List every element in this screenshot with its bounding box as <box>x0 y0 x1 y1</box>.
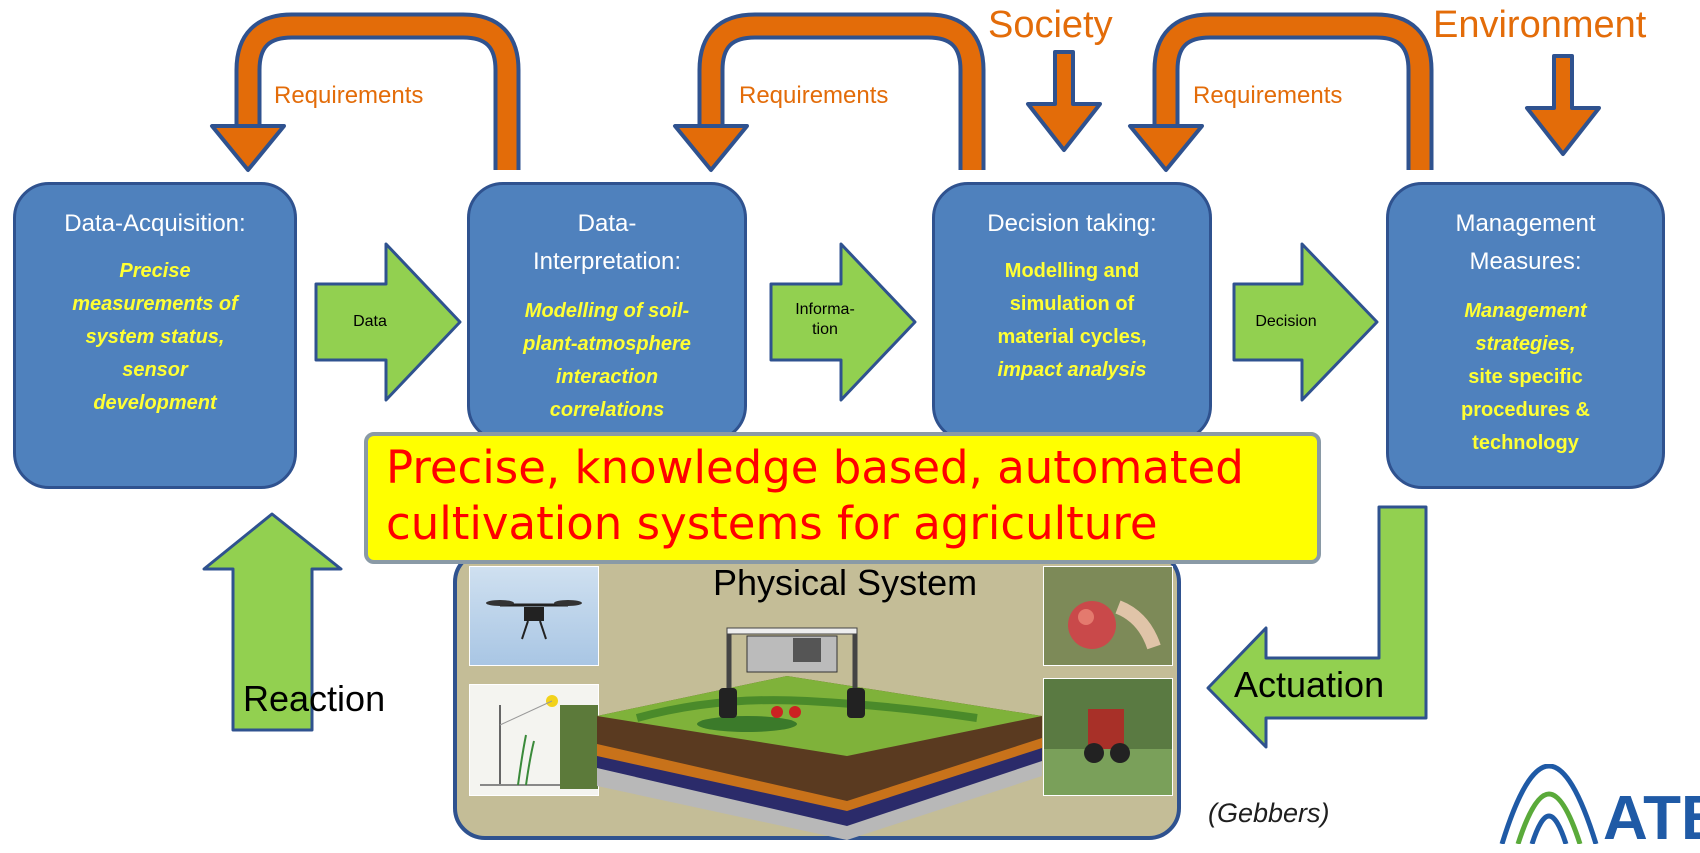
information-arrow-label: Informa- tion <box>780 300 870 340</box>
data-interpretation-box: Data- Interpretation: Modelling of soil-… <box>467 182 747 442</box>
body-line: material cycles, <box>997 326 1147 348</box>
data-acquisition-body: Precise measurements of system status, s… <box>16 255 294 420</box>
body-line: Modelling and <box>1004 260 1140 282</box>
data-interpretation-title-1: Data- <box>577 210 637 237</box>
actuation-bent-arrow <box>1206 505 1428 749</box>
body-line: sensor <box>122 359 188 381</box>
headline-line-2: cultivation systems for agriculture <box>386 497 1158 550</box>
information-label-line-2: tion <box>812 321 838 338</box>
atb-logo-emblem <box>1499 764 1599 844</box>
body-line: Modelling of soil- <box>524 300 690 322</box>
requirements-loop-1 <box>210 12 521 172</box>
decision-flow-arrow <box>1232 242 1379 402</box>
body-line: Precise <box>119 260 191 282</box>
tractor-icon <box>1044 679 1172 795</box>
apple-icon <box>1044 567 1172 665</box>
body-line: interaction <box>555 366 659 388</box>
society-label: Society <box>988 4 1113 46</box>
body-line: strategies, <box>1475 333 1576 355</box>
environment-down-arrow <box>1525 54 1601 156</box>
drone-icon <box>486 600 582 640</box>
apple-harvest-photo <box>1043 566 1173 666</box>
environment-label: Environment <box>1433 4 1647 46</box>
information-label-line-1: Informa- <box>795 301 855 318</box>
society-down-arrow <box>1026 50 1102 152</box>
data-interpretation-title-2: Interpretation: <box>532 248 682 275</box>
body-line: measurements of <box>72 293 238 315</box>
citation-text: (Gebbers) <box>1208 798 1330 828</box>
decision-arrow-label: Decision <box>1255 313 1317 330</box>
information-flow-arrow <box>769 242 917 402</box>
sensor-sketch-icon <box>480 695 598 789</box>
management-measures-box: Management Measures: Management strategi… <box>1386 182 1665 489</box>
physical-system-title: Physical System <box>713 562 978 603</box>
management-title-2: Measures: <box>1469 248 1582 275</box>
data-interpretation-body: Modelling of soil- plant-atmosphere inte… <box>470 295 744 427</box>
body-line: correlations <box>549 399 665 421</box>
reaction-up-arrow <box>202 512 343 732</box>
decision-taking-body: Modelling and simulation of material cyc… <box>935 255 1209 387</box>
headline-banner: Precise, knowledge based, automated cult… <box>364 432 1321 564</box>
atb-logo-text: ATB <box>1603 784 1700 853</box>
actuation-label: Actuation <box>1234 664 1385 705</box>
body-line: plant-atmosphere <box>523 333 691 355</box>
physical-system-panel: Physical System <box>453 550 1181 840</box>
data-flow-arrow <box>314 242 462 402</box>
data-acquisition-title: Data-Acquisition: <box>64 210 246 237</box>
data-acquisition-box: Data-Acquisition: Precise measurements o… <box>13 182 297 489</box>
drone-photo <box>469 566 599 666</box>
body-line: impact analysis <box>997 359 1147 381</box>
field-cross-section <box>597 627 1042 840</box>
reaction-label: Reaction <box>243 678 386 719</box>
requirements-label-3: Requirements <box>1193 82 1343 109</box>
body-line: development <box>93 392 217 414</box>
body-line: technology <box>1472 432 1579 454</box>
requirements-label-2: Requirements <box>739 82 889 109</box>
headline-line-1: Precise, knowledge based, automated <box>386 441 1244 494</box>
sensor-diagram-photo <box>469 684 599 796</box>
management-body: Management strategies, site specific pro… <box>1389 295 1662 460</box>
field-robot-icon <box>719 627 865 718</box>
data-arrow-label: Data <box>353 313 387 330</box>
decision-taking-title: Decision taking: <box>987 210 1157 237</box>
body-line: site specific <box>1468 366 1583 388</box>
management-title-1: Management <box>1455 210 1596 237</box>
orchard-tractor-photo <box>1043 678 1173 796</box>
requirements-loop-2 <box>673 12 986 172</box>
body-line: procedures & <box>1461 399 1590 421</box>
decision-taking-box: Decision taking: Modelling and simulatio… <box>932 182 1212 442</box>
body-line: simulation of <box>1009 293 1135 315</box>
body-line: Management <box>1464 300 1587 322</box>
requirements-label-1: Requirements <box>274 82 424 109</box>
requirements-loop-3 <box>1128 12 1434 172</box>
body-line: system status, <box>85 326 225 348</box>
